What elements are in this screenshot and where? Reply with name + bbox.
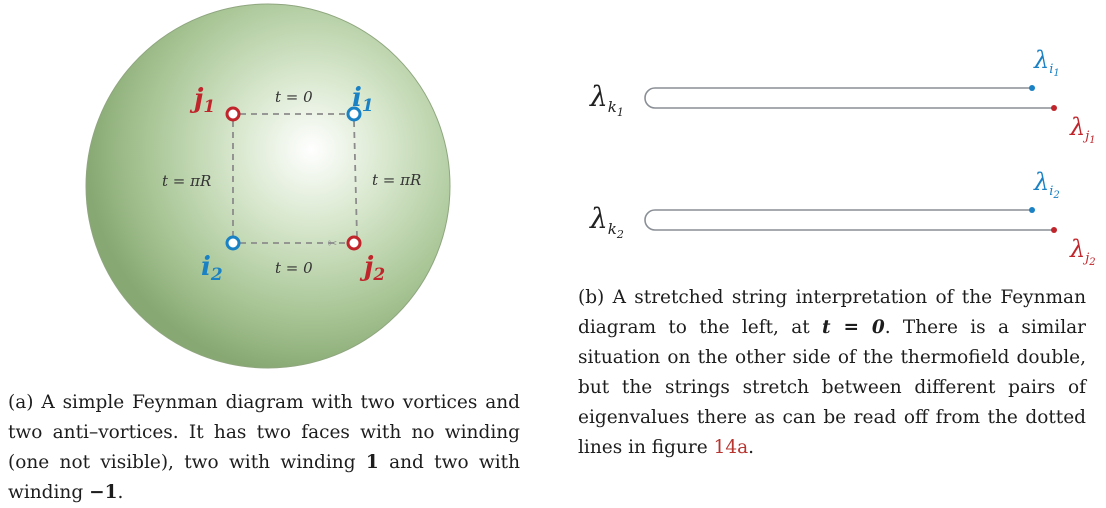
string-1: λk1 λi1 λj1: [589, 46, 1096, 146]
string-2-red-label: λj2: [1069, 235, 1096, 268]
label-i1: i1: [352, 83, 374, 116]
scissors-icon: ✂: [328, 237, 337, 250]
string-1-red-endpoint: [1051, 105, 1057, 111]
string-1-left-label: λk1: [589, 80, 624, 119]
string-1-blue-label: λi1: [1033, 46, 1060, 79]
vertex-j2: [346, 235, 362, 251]
caption-a: (a) A simple Feynman diagram with two vo…: [8, 392, 521, 503]
string-1-blue-endpoint: [1029, 85, 1035, 91]
edge-label-top: t = 0: [275, 88, 313, 106]
vertex-j1: [225, 106, 241, 122]
string-2-red-endpoint: [1051, 227, 1057, 233]
string-1-red-label: λj1: [1069, 113, 1096, 146]
edge-label-right: t = πR: [372, 171, 421, 189]
string-2-blue-endpoint: [1029, 207, 1035, 213]
string-2: λk2 λi2 λj2: [589, 168, 1096, 268]
caption-b: (b) A stretched string interpretation of…: [578, 287, 1086, 458]
vertex-i1: [346, 106, 362, 122]
edge-right: [353, 120, 358, 238]
edge-label-left: t = πR: [162, 172, 211, 190]
dashed-edges: [232, 113, 358, 244]
string-2-left-label: λk2: [589, 202, 624, 241]
vertex-i2: [225, 235, 241, 251]
string-1-path: [644, 87, 1054, 109]
string-2-blue-label: λi2: [1033, 168, 1060, 201]
edge-label-bottom: t = 0: [275, 259, 313, 277]
figure-reference-link[interactable]: 14a: [713, 437, 749, 458]
feynman-diagram-sphere: ✂ j1 i1 i2 j2 t = 0 t = 0 t = πR t = πR: [85, 3, 451, 369]
string-2-path: [644, 209, 1054, 231]
label-i2: i2: [201, 252, 223, 285]
stretched-strings-figure: λk1 λi1 λj1 λk2 λi2 λj2: [589, 46, 1096, 268]
sphere: [85, 3, 451, 369]
